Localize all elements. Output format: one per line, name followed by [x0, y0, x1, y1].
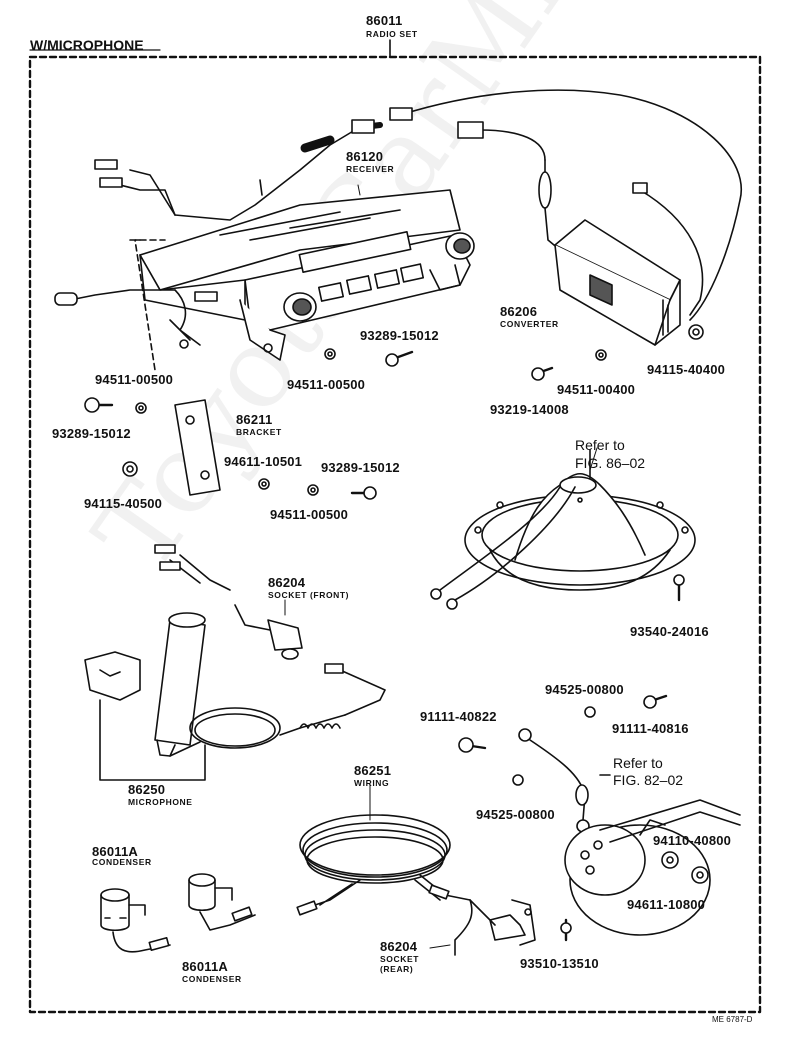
fastener-94115-40500: 94115-40500	[84, 496, 163, 511]
converter-number: 86206	[500, 304, 538, 319]
fastener-94511-00500-c: 94511-00500	[270, 507, 349, 522]
receiver-unit	[139, 189, 475, 361]
condenser-1-name: CONDENSER	[92, 857, 152, 867]
bracket-number: 86211	[236, 412, 273, 427]
wiring-number: 86251	[354, 763, 392, 778]
fastener-94525-00800-a: 94525-00800	[545, 682, 624, 697]
fastener-94115-40400: 94115-40400	[647, 362, 726, 377]
fastener-94511-00400: 94511-00400	[557, 382, 636, 397]
fastener-93289-15012-b: 93289-15012	[52, 426, 131, 441]
socket-rear-part	[454, 899, 572, 956]
speaker-ref-line2: FIG. 86–02	[575, 455, 646, 471]
fastener-93540-24016: 93540-24016	[630, 624, 709, 639]
group-border	[28, 55, 762, 1014]
ground-strap	[458, 694, 668, 833]
condenser-2-name: CONDENSER	[182, 974, 242, 984]
converter-unit	[554, 219, 681, 346]
speaker-ref-line1: Refer to	[575, 437, 625, 453]
microphone-part	[84, 612, 386, 781]
socket-front-number: 86204	[268, 575, 306, 590]
condenser-2-part	[188, 873, 256, 931]
bracket-part	[174, 399, 221, 496]
fastener-94511-00500-a: 94511-00500	[287, 377, 366, 392]
socket-rear-number: 86204	[380, 939, 418, 954]
socket-rear-name: SOCKET	[380, 954, 420, 964]
diagram-title: W/MICROPHONE	[30, 37, 144, 53]
fastener-glyphs	[84, 324, 704, 602]
fastener-93219-14008: 93219-14008	[490, 402, 569, 417]
socket-front-name: SOCKET (FRONT)	[268, 590, 350, 600]
receiver-harness	[54, 119, 383, 349]
wiring-name: WIRING	[354, 778, 390, 788]
fastener-91111-40816: 91111-40816	[612, 721, 689, 736]
engine-generator	[564, 799, 741, 936]
socket-rear-name-line2: (REAR)	[380, 964, 414, 974]
condenser-1-part	[100, 888, 171, 953]
speaker-part	[430, 449, 696, 610]
radio-set-number: 86011	[366, 13, 403, 28]
footer-code: ME 6787-D	[712, 1015, 753, 1024]
fastener-94511-00500-b: 94511-00500	[95, 372, 174, 387]
fastener-91111-40822: 91111-40822	[420, 709, 497, 724]
fastener-94110-40800: 94110-40800	[653, 833, 732, 848]
fastener-94611-10800: 94611-10800	[627, 897, 706, 912]
ground-ref-line2: FIG. 82–02	[613, 772, 684, 788]
radio-set-name: RADIO SET	[366, 29, 418, 39]
receiver-name: RECEIVER	[346, 164, 395, 174]
fastener-93289-15012-a: 93289-15012	[360, 328, 439, 343]
receiver-number: 86120	[346, 149, 384, 164]
fastener-93289-15012-c: 93289-15012	[321, 460, 400, 475]
condenser-1-number: 86011A	[92, 844, 139, 859]
condenser-2-number: 86011A	[182, 959, 229, 974]
bracket-name: BRACKET	[236, 427, 282, 437]
ground-ref-line1: Refer to	[613, 755, 663, 771]
socket-front-part	[154, 544, 303, 660]
microphone-number: 86250	[128, 782, 166, 797]
wiring-harness	[296, 814, 471, 916]
converter-name: CONVERTER	[500, 319, 559, 329]
fastener-93510-13510: 93510-13510	[520, 956, 599, 971]
microphone-name: MICROPHONE	[128, 797, 193, 807]
fastener-94525-00800-b: 94525-00800	[476, 807, 555, 822]
leader-lines	[284, 184, 598, 949]
fastener-94611-10501: 94611-10501	[224, 454, 303, 469]
